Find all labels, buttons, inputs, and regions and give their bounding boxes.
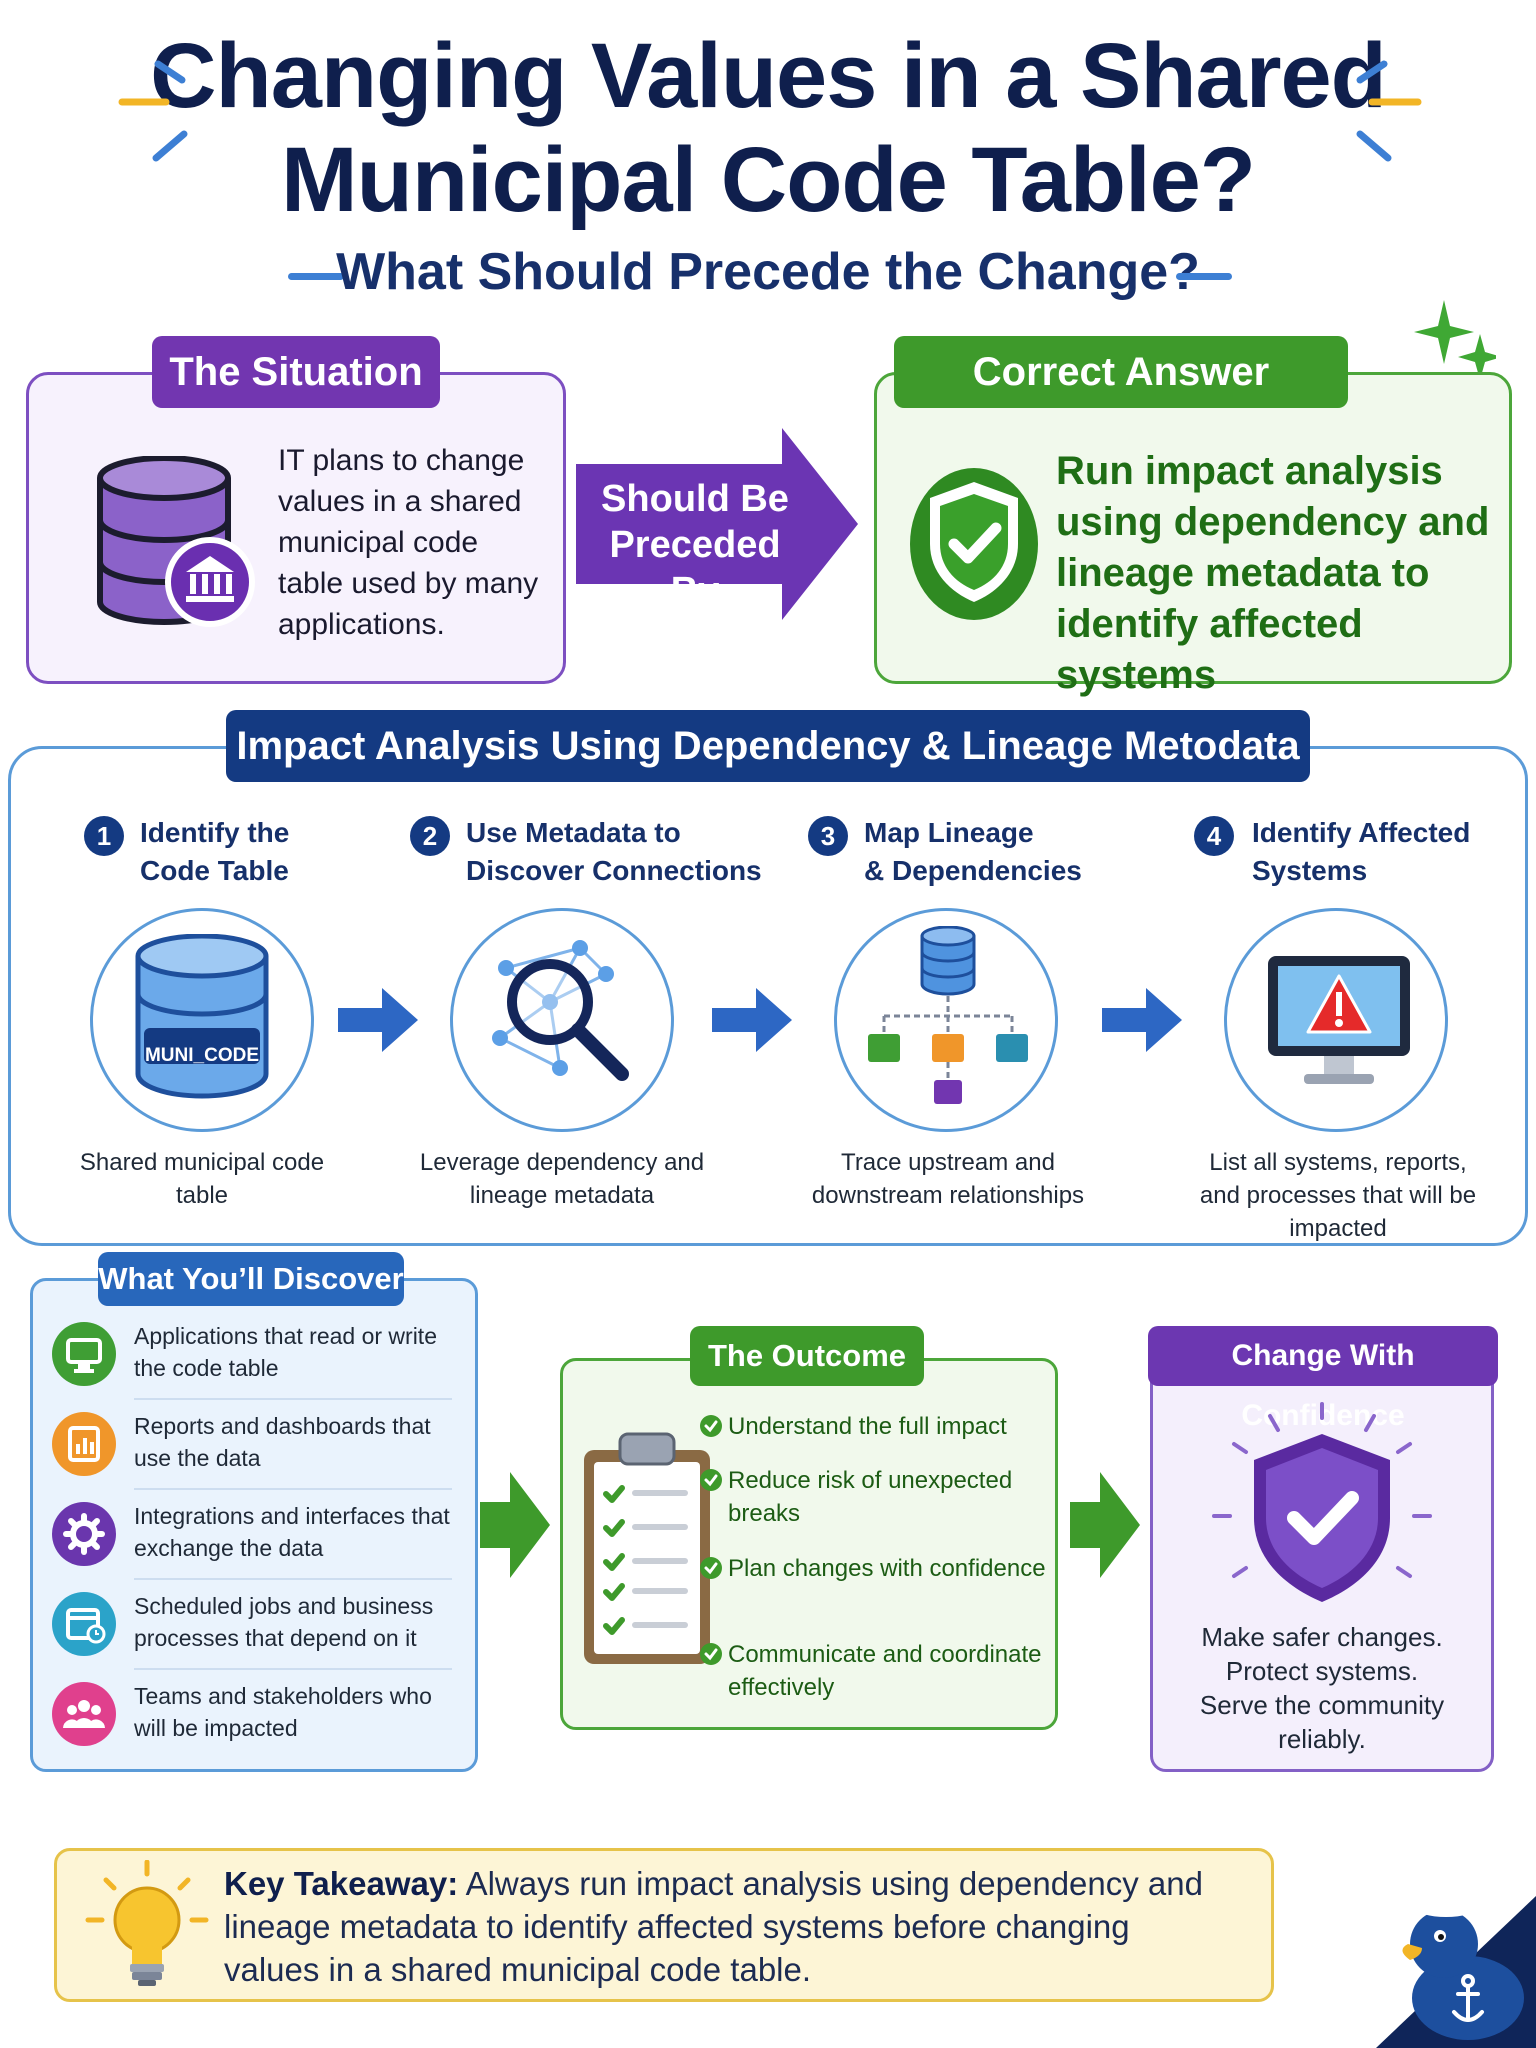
check-circle-icon xyxy=(700,1469,722,1491)
metadata-search-icon xyxy=(492,940,629,1081)
checklist-clipboard-icon xyxy=(584,1432,710,1664)
step-1-description: Shared municipal code table xyxy=(79,1149,325,1209)
check-circle-icon xyxy=(700,1557,722,1579)
key-takeaway-card xyxy=(54,1848,1274,2002)
discover-item-scheduled-jobs: Scheduled jobs and business processes th… xyxy=(52,1582,460,1670)
people-icon xyxy=(52,1682,116,1746)
sparkle-right-icon xyxy=(1356,60,1422,162)
step-1-number: 1 xyxy=(84,816,124,856)
step-2-title: Use Metadata to Discover Connections xyxy=(466,817,762,886)
discover-label: What You’ll Discover xyxy=(98,1252,404,1306)
outcome-item-2: Reduce risk of unexpected breaks xyxy=(700,1464,1058,1530)
outcome-item-3: Plan changes with confidence xyxy=(700,1552,1058,1585)
discover-item-teams: Teams and stakeholders who will be impac… xyxy=(52,1672,460,1760)
step-2-description: Leverage dependency and lineage metadata xyxy=(419,1149,705,1209)
step-2-circle xyxy=(450,908,674,1132)
gear-icon xyxy=(52,1502,116,1566)
step-3-number: 3 xyxy=(808,816,848,856)
correct-answer-label: Correct Answer xyxy=(894,336,1348,408)
subtitle-dash-right xyxy=(1176,273,1232,280)
outcome-item-4: Communicate and coordinate effectively xyxy=(700,1638,1058,1704)
sparkle-left-icon xyxy=(118,60,188,162)
database-building-icon xyxy=(97,456,255,627)
page-subtitle: What Should Precede the Change? xyxy=(336,243,1200,301)
preceded-by-label: Should Be Preceded By xyxy=(601,478,789,612)
subtitle-dash-left xyxy=(288,273,344,280)
shield-check-icon xyxy=(910,468,1038,620)
key-takeaway-text: Key Takeaway: Always run impact analysis… xyxy=(224,1865,1203,1988)
impact-analysis-title: Impact Analysis Using Dependency & Linea… xyxy=(226,710,1310,782)
flow-arrow-1 xyxy=(480,1472,550,1578)
discover-item-reports: Reports and dashboards that use the data xyxy=(52,1402,460,1490)
code-table-database-icon xyxy=(135,934,269,1099)
duck-mascot-icon xyxy=(1376,1896,1536,2048)
outcome-item-1: Understand the full impact xyxy=(700,1410,1058,1443)
code-table-label: MUNI_CODE xyxy=(144,1045,259,1066)
report-icon xyxy=(52,1412,116,1476)
step-4-description: List all systems, reports, and processes… xyxy=(1199,1149,1477,1242)
preceded-by-arrow xyxy=(576,428,858,620)
step-arrow-2 xyxy=(712,988,792,1052)
step-4-number: 4 xyxy=(1194,816,1234,856)
step-1-title: Identify the Code Table xyxy=(140,817,290,886)
page-title: Changing Values in a Shared Municipal Co… xyxy=(150,25,1387,231)
monitor-alert-icon xyxy=(1268,956,1410,1084)
step-3-description: Trace upstream and downstream relationsh… xyxy=(811,1149,1085,1209)
lineage-tree-icon xyxy=(868,926,1028,1104)
situation-text: IT plans to change values in a shared mu… xyxy=(278,444,539,641)
flow-arrow-2 xyxy=(1070,1472,1140,1578)
confidence-label: Change With Confidence xyxy=(1148,1326,1498,1432)
purple-shield-check-icon xyxy=(1212,1402,1432,1602)
confidence-text: Make safer changes. Protect systems. Ser… xyxy=(1199,1622,1445,1754)
discover-item-integrations: Integrations and interfaces that exchang… xyxy=(52,1492,460,1580)
correct-answer-text: Run impact analysis using dependency and… xyxy=(1056,449,1490,697)
step-4-title: Identify Affected Systems xyxy=(1252,817,1471,886)
discover-item-applications: Applications that read or write the code… xyxy=(52,1312,460,1400)
lightbulb-icon xyxy=(85,1860,209,1986)
check-circle-icon xyxy=(700,1415,722,1437)
calendar-icon xyxy=(52,1592,116,1656)
step-3-title: Map Lineage & Dependencies xyxy=(864,817,1082,886)
step-2-number: 2 xyxy=(410,816,450,856)
check-circle-icon xyxy=(700,1643,722,1665)
step-arrow-3 xyxy=(1102,988,1182,1052)
situation-label: The Situation xyxy=(152,336,440,408)
outcome-label: The Outcome xyxy=(690,1326,924,1386)
sparkle-star-icon xyxy=(1414,300,1496,380)
step-arrow-1 xyxy=(338,988,418,1052)
monitor-app-icon xyxy=(52,1322,116,1386)
